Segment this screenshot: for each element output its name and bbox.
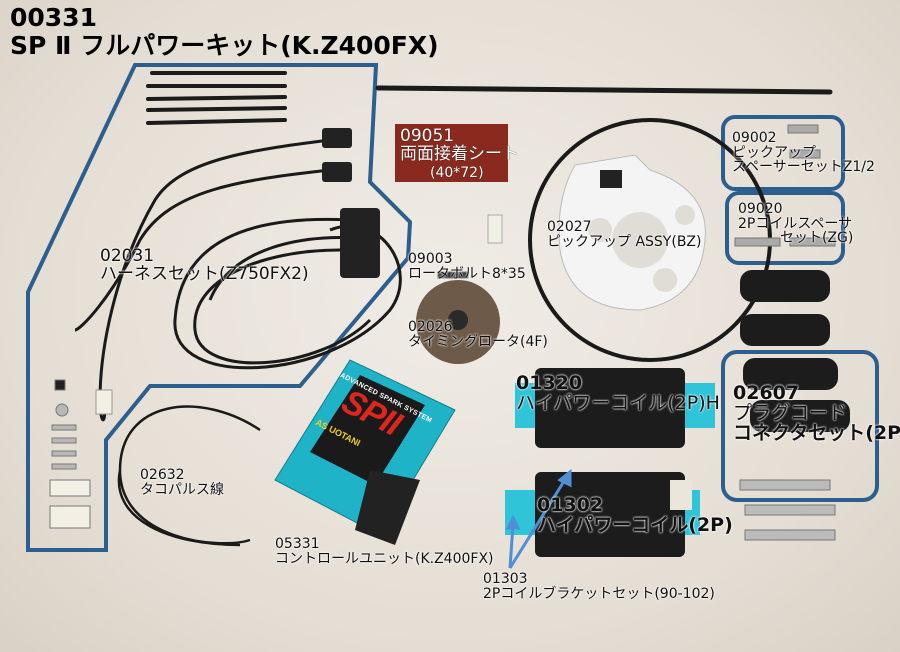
part-code: 09003 bbox=[408, 251, 453, 267]
part-code: 02607 bbox=[733, 382, 800, 404]
kit-name: SP Ⅱ フルパワーキット(K.Z400FX) bbox=[10, 30, 439, 60]
double-sided-sheet bbox=[395, 124, 508, 182]
timing-rotor bbox=[416, 280, 500, 364]
part-label-09002: 09002 ピックアップ スペーサーセットZ1/2 bbox=[732, 131, 875, 175]
part-label-09020: 09020 2Pコイルスペーサ セット(ZG) bbox=[738, 202, 853, 246]
part-name: タコパルス線 bbox=[140, 481, 224, 498]
plug-terminals bbox=[739, 479, 836, 541]
part-code: 09020 bbox=[738, 201, 783, 217]
part-label-02632: 02632 タコパルス線 bbox=[140, 468, 224, 497]
part-label-02026: 02026 タイミングロータ(4F) bbox=[408, 320, 548, 349]
part-name: コントロールユニット(K.Z400FX) bbox=[275, 550, 494, 567]
part-name: 2Pコイルブラケットセット(90-102) bbox=[483, 585, 715, 602]
coil-01320 bbox=[515, 368, 715, 448]
part-label-02607: 02607 プラグコード コネクタセット(2P) bbox=[733, 382, 900, 444]
part-code: 01320 bbox=[516, 372, 583, 394]
plug-caps bbox=[740, 270, 850, 432]
part-label-02027: 02027 ピックアップ ASSY(BZ) bbox=[547, 220, 701, 249]
part-label-01302: 01302 ハイパワーコイル(2P) bbox=[537, 494, 733, 536]
part-label-02031: 02031 ハーネスセット(Z750FX2) bbox=[100, 246, 309, 284]
kit-title: 00331 SP Ⅱ フルパワーキット(K.Z400FX) bbox=[10, 4, 439, 59]
part-code: 09002 bbox=[732, 130, 777, 146]
part-code: 01303 bbox=[483, 571, 528, 587]
part-label-05331: 05331 コントロールユニット(K.Z400FX) bbox=[275, 537, 494, 566]
spacer-group-outline-09020 bbox=[725, 191, 845, 265]
plug-connector-outline bbox=[721, 350, 879, 502]
pickup-assy bbox=[487, 118, 772, 362]
bolts bbox=[437, 124, 836, 279]
spacer-group-outline-09002 bbox=[721, 115, 845, 191]
part-sub: コネクタセット(2P) bbox=[733, 421, 900, 444]
part-code: 02632 bbox=[140, 467, 185, 483]
part-name: ピックアップ ASSY(BZ) bbox=[547, 233, 702, 250]
part-code: 02031 bbox=[100, 246, 155, 266]
part-label-09003: 09003 ロータボルト8*35 bbox=[408, 252, 526, 281]
part-code: 01302 bbox=[537, 494, 604, 516]
part-label-01303: 01303 2Pコイルブラケットセット(90-102) bbox=[483, 572, 715, 601]
part-name: 両面接着シート bbox=[400, 143, 519, 164]
kit-code: 00331 bbox=[10, 3, 97, 32]
harness-group-outline bbox=[26, 63, 413, 552]
part-name: ハイパワーコイル(2P)H bbox=[516, 391, 720, 414]
part-sub: (40*72) bbox=[430, 164, 484, 181]
part-name: ハーネスセット(Z750FX2) bbox=[100, 263, 309, 284]
cable-ties bbox=[146, 71, 833, 125]
part-name: 2Pコイルスペーサ bbox=[738, 215, 853, 232]
part-sub: スペーサーセットZ1/2 bbox=[732, 159, 875, 176]
coil-01302 bbox=[505, 472, 700, 557]
part-label-01320: 01320 ハイパワーコイル(2P)H bbox=[516, 372, 720, 414]
part-code: 02027 bbox=[547, 219, 592, 235]
part-code: 05331 bbox=[275, 536, 320, 552]
part-label-09051: 09051 両面接着シート (40*72) bbox=[400, 126, 519, 182]
terminals bbox=[49, 379, 91, 529]
part-code: 09051 bbox=[400, 126, 455, 146]
part-name: ハイパワーコイル(2P) bbox=[537, 513, 733, 536]
part-code: 02026 bbox=[408, 319, 453, 335]
part-name: ピックアップ bbox=[732, 144, 816, 161]
harness-wires bbox=[74, 138, 402, 422]
part-name: ロータボルト8*35 bbox=[408, 265, 526, 282]
harness-connectors bbox=[95, 128, 380, 415]
part-name: プラグコード bbox=[733, 401, 848, 424]
part-sub: セット(ZG) bbox=[780, 230, 854, 247]
part-name: タイミングロータ(4F) bbox=[408, 333, 548, 350]
bracket-arrows bbox=[505, 468, 572, 569]
control-unit bbox=[274, 359, 456, 545]
tacho-pulse-wire bbox=[117, 405, 261, 547]
